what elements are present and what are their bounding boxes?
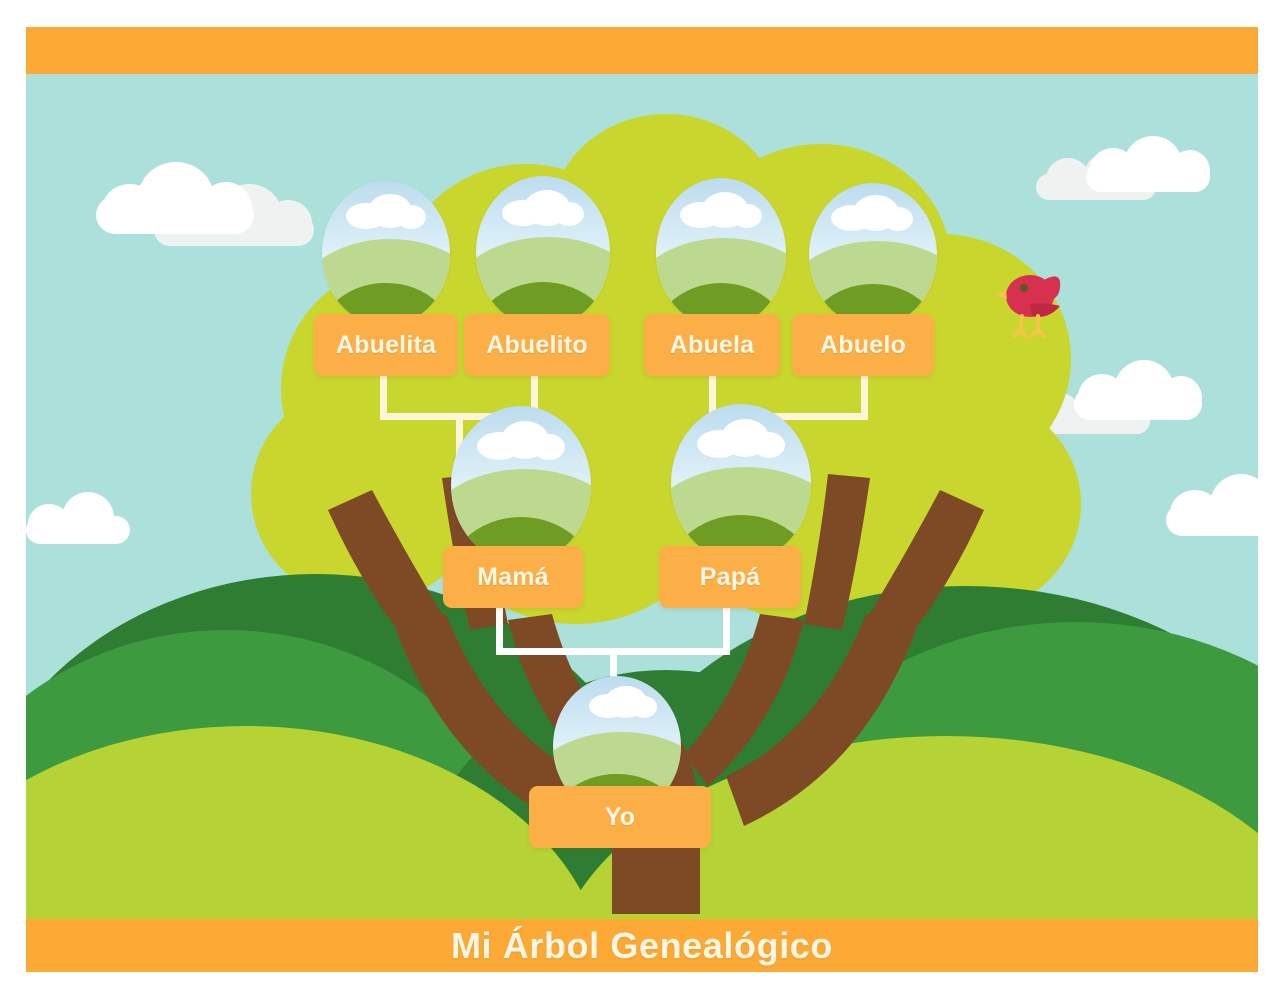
connector-mama-stem [496,606,503,655]
cloud-front-left [96,162,254,234]
connector-papa-stem [723,606,730,655]
page-title: Mi Árbol Genealógico [450,924,834,966]
label-abuelo-text: Abuelo [820,330,906,359]
label-abuelo[interactable]: Abuelo [792,314,934,376]
label-yo-text: Yo [604,802,636,831]
label-abuelito-text: Abuelito [486,330,588,359]
photo-papa[interactable] [671,404,811,562]
scene-sky: Abuelita Abuelito Abuela Abuelo Mamá Pap… [26,74,1258,919]
connector-abuelita-stem [380,374,387,420]
poster-footer: Mi Árbol Genealógico [26,919,1258,972]
label-abuela[interactable]: Abuela [644,314,780,376]
connector-abuela-stem [709,374,716,420]
connector-to-mama [456,413,463,455]
label-abuelita-text: Abuelita [335,330,437,359]
connector-abuelo-stem [861,374,868,420]
connector-to-yo [610,648,617,686]
cloud-right-lower [1166,474,1258,536]
connector-abuelito-stem [531,374,538,420]
label-abuelito[interactable]: Abuelito [464,314,610,376]
label-yo[interactable]: Yo [529,786,711,848]
photo-abuelito[interactable] [476,176,610,328]
photo-abuelita[interactable] [322,181,450,326]
label-mama-text: Mamá [477,562,549,591]
label-abuelita[interactable]: Abuelita [314,314,458,376]
family-tree-poster: Abuelita Abuelito Abuela Abuelo Mamá Pap… [26,27,1258,972]
label-papa[interactable]: Papá [659,546,801,608]
label-abuela-text: Abuela [669,330,755,359]
photo-abuela[interactable] [656,178,786,328]
cloud-front-upper-right [1086,136,1210,192]
label-mama[interactable]: Mamá [443,546,583,608]
photo-abuelo[interactable] [809,183,937,327]
cloud-left-lower [26,492,130,544]
photo-mama[interactable] [451,406,591,564]
bird-icon [996,275,1061,338]
cloud-front-mid-right [1074,360,1202,420]
connector-grandparents-right-bar [709,413,868,420]
label-papa-text: Papá [699,562,761,591]
